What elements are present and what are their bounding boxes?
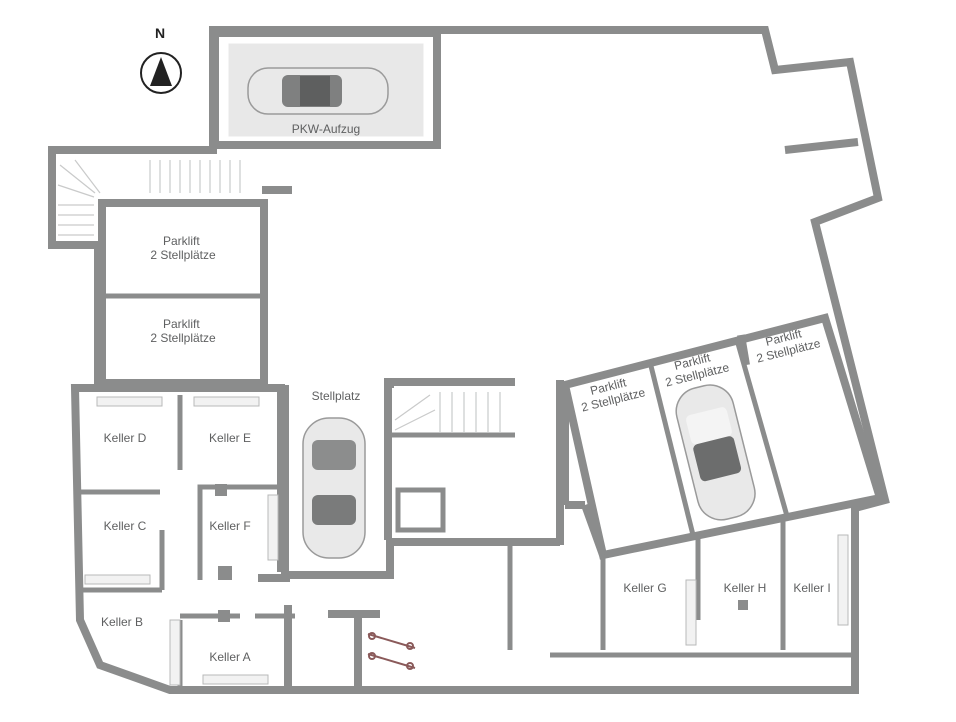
car-icon: [675, 384, 756, 521]
parklift-block-right: [560, 313, 886, 560]
keller-f-label: Keller F: [209, 519, 250, 533]
bicycle-icon: [367, 632, 416, 670]
stair-core: [384, 378, 564, 546]
parklift-2-label: Parklift 2 Stellplätze: [150, 317, 216, 345]
utility-room-top-right: [784, 78, 859, 154]
compass-label: N: [155, 25, 165, 41]
parklift-3-label: Parklift 2 Stellplätze: [576, 371, 647, 414]
keller-g-label: Keller G: [623, 581, 666, 595]
north-arrow-icon: [140, 52, 182, 94]
keller-h-label: Keller H: [724, 581, 767, 595]
parklift-4-label: Parklift 2 Stellplätze: [660, 346, 731, 389]
car-lift-shaft: [211, 29, 441, 149]
staircase-top-left: [56, 158, 246, 241]
keller-b-label: Keller B: [101, 615, 143, 629]
keller-d-label: Keller D: [104, 431, 147, 445]
car-icon: [302, 417, 366, 559]
keller-ghi-walls: [507, 520, 855, 658]
parking-space-label: Stellplatz: [312, 389, 361, 403]
car-icon: [247, 67, 389, 115]
car-lift-label: PKW-Aufzug: [292, 122, 360, 136]
parklift-1-label: Parklift 2 Stellplätze: [150, 234, 216, 262]
keller-c-label: Keller C: [104, 519, 147, 533]
building-outline: [48, 26, 890, 694]
keller-af-walls: [75, 384, 380, 690]
keller-i-label: Keller I: [793, 581, 830, 595]
parklift-block-left: [98, 186, 292, 387]
parklift-5-label: Parklift 2 Stellplätze: [752, 322, 823, 365]
keller-e-label: Keller E: [209, 431, 251, 445]
keller-a-label: Keller A: [209, 650, 250, 664]
